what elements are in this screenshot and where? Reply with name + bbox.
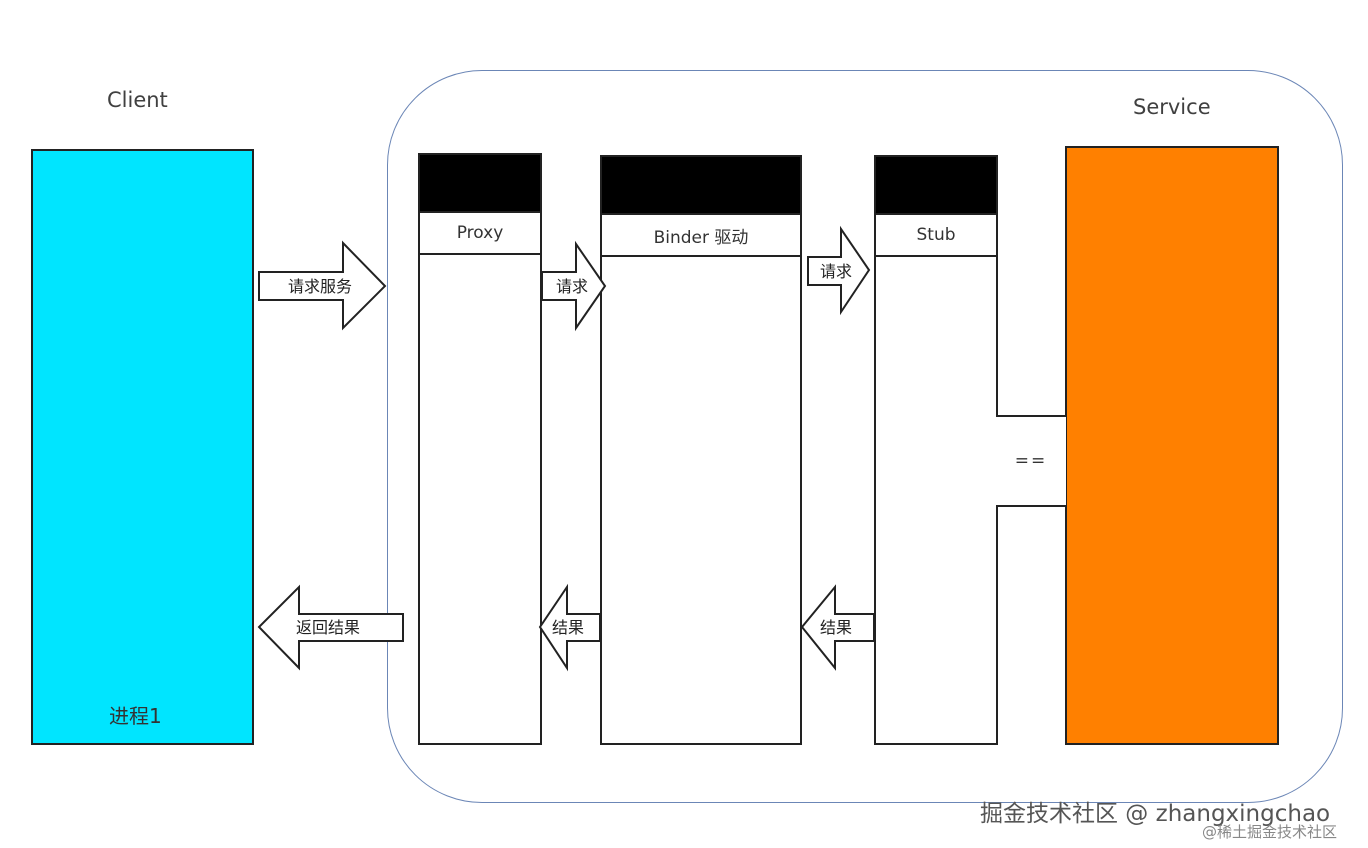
proxy-label: Proxy [420,211,540,255]
client-process-label: 进程1 [109,704,162,728]
stub-column: Stub [874,155,998,745]
arrow-client-return: 返回结果 [257,584,404,671]
arrow-proxy-result: 结果 [538,583,601,672]
arrow-proxy-request-label: 请求 [556,277,588,296]
watermark-main: 掘金技术社区 @ zhangxingchao [980,801,1331,827]
arrow-binder-request: 请求 [807,225,871,316]
service-process-box [1065,146,1279,745]
arrow-stub-result-label: 结果 [820,618,852,637]
arrow-proxy-result-label: 结果 [552,618,584,637]
arrow-client-return-label: 返回结果 [296,618,360,637]
arrow-stub-result: 结果 [800,584,875,671]
stub-column-header [876,157,996,213]
binder-label: Binder 驱动 [602,213,800,257]
proxy-column: Proxy [418,153,542,745]
binder-column-header [602,157,800,213]
arrow-binder-request-label: 请求 [820,262,852,281]
binder-column: Binder 驱动 [600,155,802,745]
binder-container-outline [387,70,1343,803]
arrow-client-request: 请求服务 [258,240,387,331]
client-title: Client [107,88,168,112]
proxy-column-header [420,155,540,211]
arrow-client-request-label: 请求服务 [288,277,352,296]
watermark-sub: @稀土掘金技术社区 [1202,823,1338,841]
stub-label: Stub [876,213,996,257]
service-title: Service [1133,95,1211,119]
client-process-box: 进程1 [31,149,254,745]
stub-service-equal-box: == [996,415,1066,507]
arrow-proxy-request: 请求 [541,240,607,332]
